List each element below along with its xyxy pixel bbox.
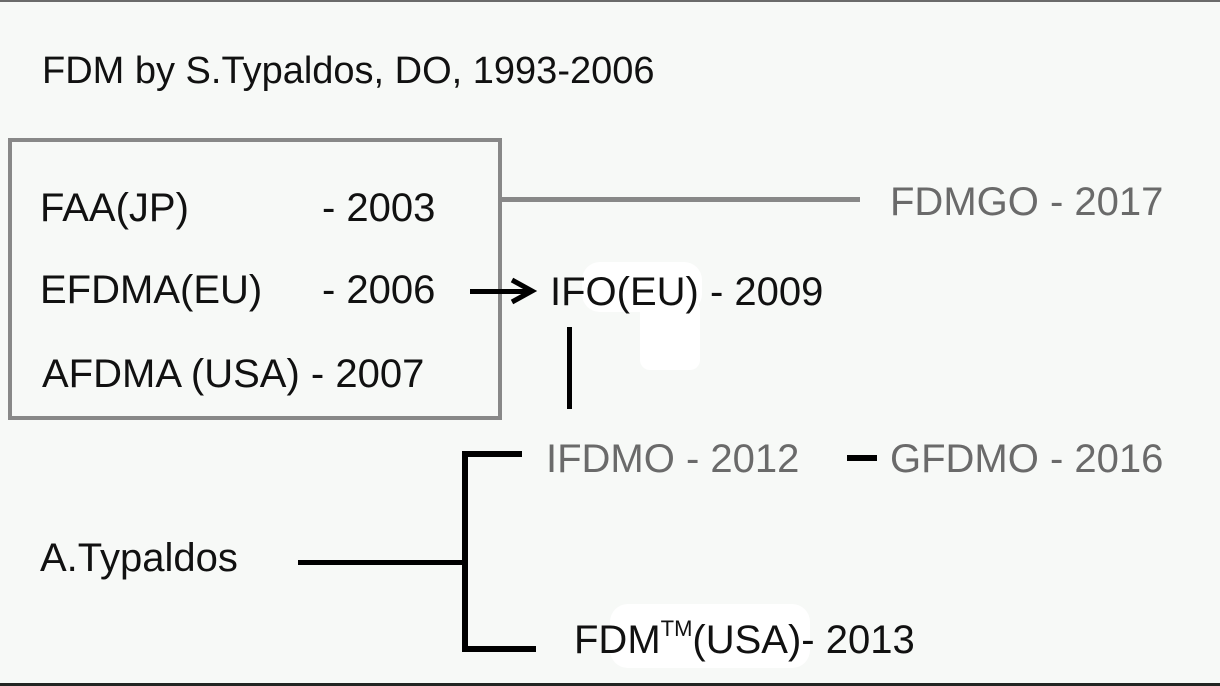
bracket-bottom-arm: [462, 646, 536, 652]
bottom-border: [0, 683, 1220, 686]
fdm-usa-prefix: FDM: [574, 618, 661, 662]
node-fdm-usa: FDMTM(USA)- 2013: [574, 618, 915, 662]
node-a-typaldos: A.Typaldos: [40, 536, 238, 580]
node-ifdmo: IFDMO - 2012: [546, 437, 800, 481]
association-efdma-year: - 2006: [322, 268, 436, 312]
association-efdma-name: EFDMA(EU): [40, 268, 263, 312]
highlight-patch: [610, 604, 810, 668]
association-faa-name: FAA(JP): [40, 186, 189, 230]
connector-ifdmo-gfdmo: [847, 455, 877, 461]
node-fdmgo: FDMGO - 2017: [890, 180, 1164, 224]
diagram-title: FDM by S.Typaldos, DO, 1993-2006: [42, 50, 655, 92]
connector-a-typaldos: [298, 560, 466, 565]
bracket-vertical: [462, 451, 468, 652]
association-afdma: AFDMA (USA) - 2007: [42, 352, 425, 396]
highlight-patch: [640, 300, 700, 370]
connector-ifo-down: [567, 327, 572, 409]
top-border: [0, 0, 1220, 2]
connector-box-to-fdmgo: [498, 197, 860, 202]
association-faa-year: - 2003: [322, 186, 436, 230]
arrow-right-icon: [510, 277, 538, 305]
trademark-symbol: TM: [660, 616, 693, 641]
arrow-shaft: [470, 289, 530, 294]
bracket-top-arm: [462, 451, 522, 457]
node-gfdmo: GFDMO - 2016: [890, 437, 1164, 481]
fdm-usa-suffix: (USA)- 2013: [692, 618, 915, 662]
node-ifo: IFO(EU) - 2009: [550, 270, 824, 314]
associations-box: [8, 138, 502, 420]
